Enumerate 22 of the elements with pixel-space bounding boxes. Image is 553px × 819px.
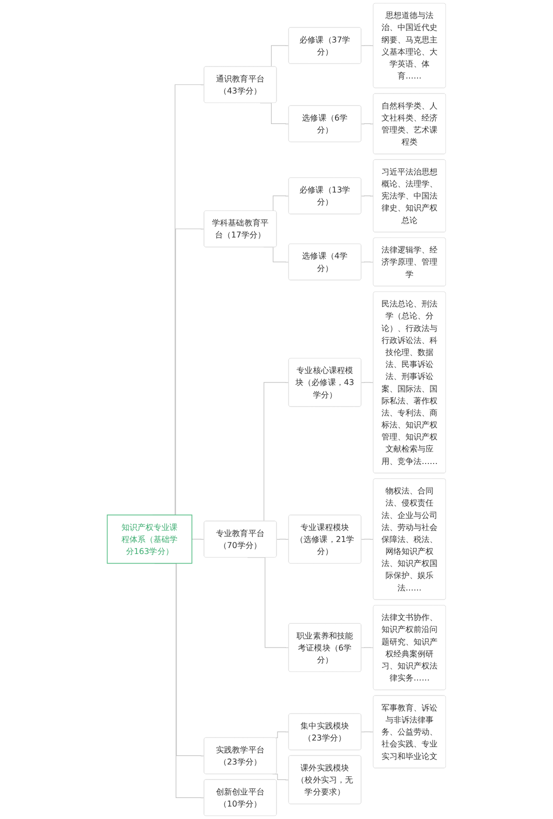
node-text: 专业教育平台（70学分）	[216, 528, 264, 550]
node-text: 课外实践模块（校外实习，无学分要求）	[296, 762, 354, 797]
node-text: 物权法、合同法、侵权责任法、企业与公司法、劳动与社会保障法、税法、网络知识产权法、知识产权国际保护、娱乐法……	[381, 486, 438, 592]
node-text: 集中实践模块（23学分）	[300, 720, 350, 743]
node-text: 自然科学类、人文社科类、经济管理类、艺术课程类	[381, 100, 438, 147]
node-text: 选修课（4学分）	[302, 251, 348, 273]
node-text: 习近平法治思想概论、法理学、宪法学、中国法律史、知识产权总论	[381, 166, 438, 225]
node-text: 通识教育平台（43学分）	[216, 74, 264, 96]
node-text: 必修课（13学分）	[300, 184, 350, 207]
node-text: 创新创业平台（10学分）	[216, 786, 264, 809]
node-text: 思想道德与法治、中国近代史纲要、马克思主义基本理论、大学英语、体育……	[381, 10, 438, 81]
node-text: 实践教学平台（23学分）	[216, 744, 264, 767]
node-text: 学科基础教育平台（17学分）	[212, 218, 268, 240]
node-text: 必修课（37学分）	[300, 34, 350, 56]
node-text: 法律逻辑学、经济学原理、管理学	[381, 244, 438, 279]
node-text: 专业核心课程模块（必修课，43学分）	[296, 365, 354, 400]
node-text: 职业素养和技能考证模块（6学分）	[296, 630, 354, 664]
node-text: 民法总论、刑法学（总论、分论）、行政法与行政诉讼法、科技伦理、数据法、民事诉讼法、刑事诉讼案、国际法、国际私法、著作权法、专利法、商标法、知识产权管理、知识产权文献检索与应用、竞争法……	[381, 298, 438, 466]
node-text: 法律文书协作、知识产权前沿问题研究、知识产权经典案例研习、知识产权法律实务……	[381, 612, 438, 683]
node-text: 军事教育、诉讼与非诉法律事务、公益劳动、社会实践、专业实习和毕业论文	[381, 702, 438, 761]
node-text: 选修课（6学分）	[302, 112, 348, 135]
node-text: 专业课程模块（选修课，21学分）	[296, 522, 354, 556]
